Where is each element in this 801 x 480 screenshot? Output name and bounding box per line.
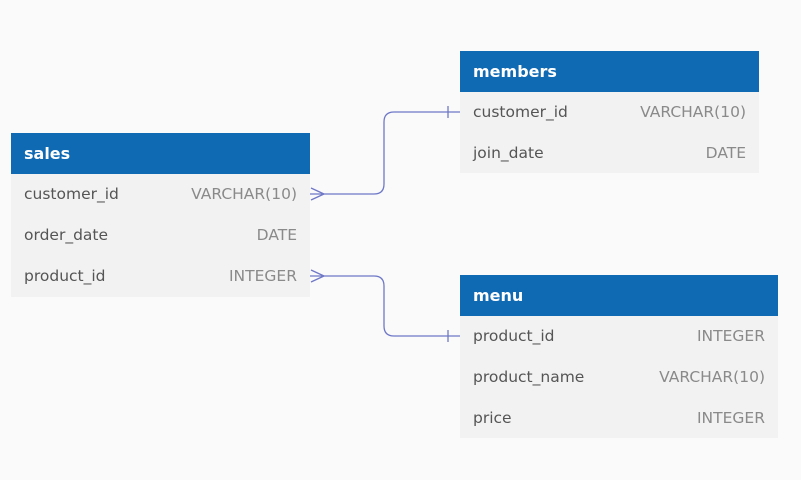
column-type: INTEGER (228, 267, 297, 285)
table-menu-row-product-id[interactable]: product_id INTEGER (460, 316, 778, 357)
column-name: order_date (24, 226, 109, 244)
column-type: VARCHAR(10) (640, 103, 746, 121)
relationship-sales-menu[interactable] (310, 269, 460, 342)
column-type: INTEGER (696, 327, 765, 345)
column-name: product_name (473, 368, 585, 386)
table-sales-row-product-id[interactable]: product_id INTEGER (11, 256, 310, 297)
table-members-header[interactable]: members (460, 51, 759, 92)
column-type: DATE (256, 226, 297, 244)
table-menu-header[interactable]: menu (460, 275, 778, 316)
table-members[interactable]: members customer_id VARCHAR(10) join_dat… (460, 51, 759, 173)
column-name: customer_id (473, 103, 568, 121)
column-type: INTEGER (696, 409, 765, 427)
column-type: DATE (705, 144, 746, 162)
column-name: price (473, 409, 512, 427)
table-menu-row-price[interactable]: price INTEGER (460, 398, 778, 439)
column-type: VARCHAR(10) (659, 368, 765, 386)
column-type: VARCHAR(10) (191, 185, 297, 203)
relationship-sales-members[interactable] (310, 106, 460, 201)
table-menu-row-product-name[interactable]: product_name VARCHAR(10) (460, 357, 778, 398)
table-sales-row-order-date[interactable]: order_date DATE (11, 215, 310, 256)
connector-line[interactable] (310, 111, 460, 195)
table-members-row-join-date[interactable]: join_date DATE (460, 133, 759, 174)
table-members-row-customer-id[interactable]: customer_id VARCHAR(10) (460, 92, 759, 133)
column-name: product_id (24, 267, 106, 285)
crowfoot-many-icon (310, 187, 325, 201)
table-sales-row-customer-id[interactable]: customer_id VARCHAR(10) (11, 174, 310, 215)
table-sales[interactable]: sales customer_id VARCHAR(10) order_date… (11, 133, 310, 297)
column-name: customer_id (24, 185, 119, 203)
table-sales-header[interactable]: sales (11, 133, 310, 174)
column-name: product_id (473, 327, 555, 345)
connector-line[interactable] (310, 275, 460, 337)
column-name: join_date (473, 144, 544, 162)
table-menu[interactable]: menu product_id INTEGER product_name VAR… (460, 275, 778, 438)
crowfoot-many-icon (310, 269, 325, 283)
